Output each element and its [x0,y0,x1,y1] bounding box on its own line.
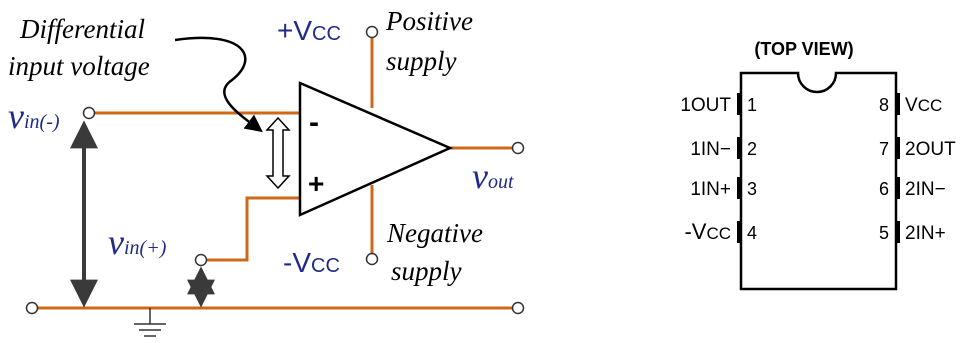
pos-supply-symbol: +VCC [277,15,341,46]
noninverting-sign: + [308,168,324,199]
terminal-ground-right [511,301,525,315]
voltage-arrows [70,120,215,308]
pos-supply-label-2: supply [386,46,457,76]
vout-label: vout [472,156,514,196]
pin-label-8: VCC [905,95,942,116]
annotation-line-1: Differential [19,14,145,44]
pin-number-1: 1 [747,95,757,115]
package-body [739,71,898,291]
wires [38,38,512,310]
pin-number-7: 7 [879,139,889,159]
terminal-pos-supply [365,25,379,39]
pin-number-6: 6 [879,179,889,199]
vin-pos-label: vin(+) [108,222,167,262]
vin-neg-label: vin(-) [8,96,60,136]
terminal-vin-pos [194,253,208,267]
neg-supply-label-1: Negative [386,218,483,248]
opamp-triangle [298,81,454,217]
pin-label-3: 1IN+ [690,179,731,200]
package-title: (TOP VIEW) [754,39,853,59]
left-pins: 1 1OUT 2 1IN− 3 1IN+ 4 -VCC [680,95,757,244]
terminal-ground-left [25,301,39,315]
pin-label-4: -VCC [684,219,731,244]
differential-hollow-arrow [265,116,291,190]
terminals [25,25,525,315]
terminal-vin-neg [82,106,96,120]
right-pins: 8 VCC 7 2OUT 6 2IN− 5 2IN+ [879,95,956,244]
pin-number-2: 2 [747,139,757,159]
wire-noninverting-input [207,196,300,262]
inverting-sign: - [309,106,319,139]
pin-number-3: 3 [747,179,757,199]
neg-supply-symbol: -VCC [283,247,340,278]
pin-stubs [737,93,900,243]
pin-number-8: 8 [879,95,889,115]
neg-supply-label-2: supply [391,256,462,286]
annotation-line-2: input voltage [8,51,150,81]
opamp-schematic: - + Differential input voltage +VCC Posi… [8,6,525,337]
pin-label-2: 1IN− [690,139,731,160]
ic-package: (TOP VIEW) 1 1OUT 2 1IN− 3 1IN+ 4 -VCC [680,39,956,291]
ground-symbol [134,308,166,337]
pin-label-1: 1OUT [680,95,731,116]
terminal-vout [511,141,525,155]
pin-label-6: 2IN− [905,179,946,200]
pin-label-5: 2IN+ [905,223,946,244]
annotation-curve-arrow [174,36,263,133]
pin-label-7: 2OUT [905,139,956,160]
pos-supply-label-1: Positive [385,6,473,36]
pin-number-4: 4 [747,223,757,243]
pin-number-5: 5 [879,223,889,243]
terminal-neg-supply [365,252,379,266]
